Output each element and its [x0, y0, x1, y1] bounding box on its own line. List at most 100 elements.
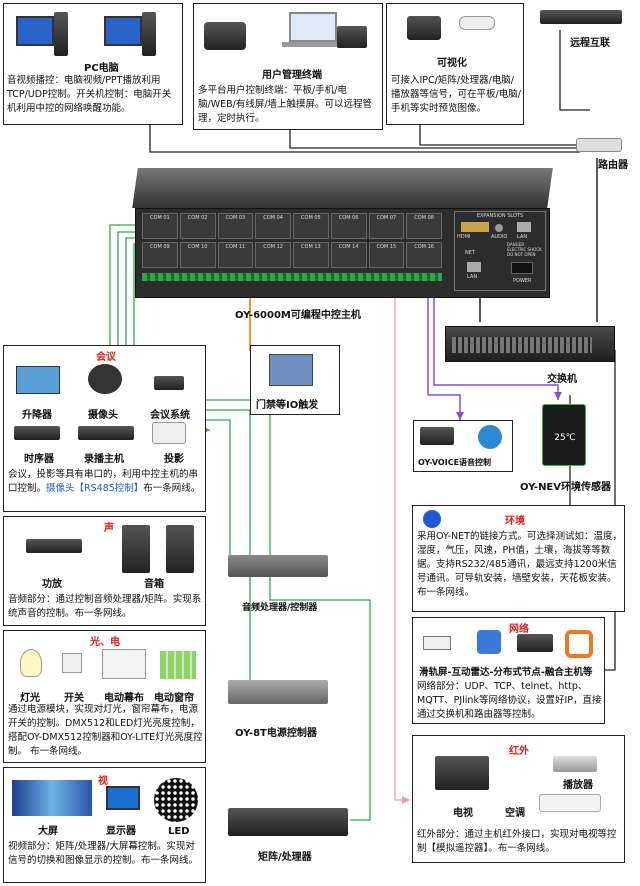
- pc-monitor-icon: [16, 16, 54, 46]
- matrix-icon: [228, 808, 348, 836]
- camera-icon: [459, 16, 495, 30]
- meeting-item: 会议系统: [150, 410, 190, 421]
- remote-title: 远程互联: [570, 38, 610, 49]
- host-front: COM 01 COM 02 COM 03 COM 04 COM 05 COM 0…: [135, 208, 550, 298]
- light-item: 灯光: [20, 693, 40, 704]
- com-port[interactable]: COM 08: [406, 213, 442, 239]
- meeting-item: 时序器: [24, 454, 54, 465]
- line-voice: [427, 275, 461, 420]
- speaker-icon: [122, 525, 150, 573]
- tv-icon: [435, 756, 489, 790]
- meeting-panel: 会议 升降器 摄像头 会议系统 时序器 录播主机 投影 会议，投影等具有串口的，…: [3, 345, 206, 512]
- com-port[interactable]: COM 07: [368, 213, 405, 239]
- router-icon: [576, 138, 622, 152]
- network-desc: 网络部分：UDP、TCP、telnet、http、MQTT、PJlink等网络协…: [417, 681, 602, 720]
- com-port[interactable]: COM 13: [293, 242, 329, 268]
- tablet-icon: [204, 22, 246, 50]
- ir-item: 播放器: [563, 780, 593, 791]
- big-screen-icon: [12, 780, 92, 816]
- speaker-icon: [166, 525, 194, 573]
- projector-icon: [152, 422, 186, 444]
- visual-desc: 可接入IPC/矩阵/处理器/电脑/播放器等信号，可在平板/电脑/手机等实时预览图…: [391, 75, 521, 114]
- com-port[interactable]: COM 02: [179, 213, 216, 239]
- led-icon: [154, 778, 198, 822]
- nev-sensor: 25℃: [542, 404, 586, 466]
- ir-desc: 红外部分：通过主机红外接口，实现对电视等控制【模拟遥控器】。布一条网线。: [417, 829, 617, 854]
- light-panel: 光、电 灯光 开关 电动幕布 电动窗帘 通过电源模块，实现对灯光，窗帘幕布，电源…: [3, 630, 206, 763]
- com-port[interactable]: COM 04: [255, 213, 291, 239]
- com-port[interactable]: COM 03: [217, 213, 254, 239]
- switch-ports: [452, 337, 592, 353]
- com-port[interactable]: COM 14: [330, 242, 367, 268]
- matrix-title: 矩阵/处理器: [258, 852, 312, 863]
- video-item: 大屏: [38, 826, 58, 837]
- lifter-icon: [16, 366, 60, 394]
- user-title: 用户管理终端: [262, 70, 322, 81]
- host-title: OY-6000M可编程中控主机: [235, 310, 361, 321]
- nev-title: OY-NEV环境传感器: [520, 482, 612, 493]
- env-desc: 采用OY-NET的链接方式。可选择测试如：温度，湿度，气压，风速，PH值，土壤，…: [417, 531, 622, 598]
- router-title: 路由器: [598, 160, 628, 171]
- hdmi-port[interactable]: [461, 222, 489, 232]
- line-ir: [394, 290, 410, 801]
- com-port[interactable]: COM 10: [179, 242, 216, 268]
- light-item: 电动幕布: [104, 693, 144, 704]
- lan-port[interactable]: [517, 222, 531, 232]
- line-remote-router: [559, 30, 590, 111]
- meeting-item: 升降器: [22, 410, 52, 421]
- audio-label: AUDIO: [491, 234, 508, 240]
- power-socket[interactable]: [511, 262, 533, 274]
- light-item: 电动窗帘: [154, 693, 194, 704]
- com-port[interactable]: COM 15: [368, 242, 405, 268]
- audio-processor-icon: [228, 555, 328, 577]
- sound-tag: 声: [104, 523, 114, 534]
- video-item: LED: [168, 826, 190, 837]
- line-user-router: [289, 130, 580, 149]
- sound-desc: 音频部分：通过控制音频处理器/矩阵。实现系统声音的控制。布一条网线。: [8, 594, 202, 619]
- switch-device: [445, 326, 615, 362]
- lan-port-2[interactable]: [467, 262, 481, 272]
- bulb-icon: [20, 649, 42, 677]
- com-port-grid: COM 01 COM 02 COM 03 COM 04 COM 05 COM 0…: [142, 213, 442, 269]
- node-device-icon: [517, 634, 553, 652]
- network-headline: 滑轨屏-互动雷达-分布式节点-融合主机等: [419, 667, 593, 678]
- com-port[interactable]: COM 16: [406, 242, 442, 268]
- light-desc: 通过电源模块，实现对灯光，窗帘幕布，电源开关的控制。DMX512和LED灯光亮度…: [8, 704, 203, 757]
- com-port[interactable]: COM 12: [255, 242, 291, 268]
- video-panel: 视 大屏 显示器 LED 视频部分：矩阵/处理器/大屏幕控制。实现对信号的切换和…: [3, 767, 206, 883]
- tablet-icon: [407, 16, 441, 40]
- pc-title: PC电脑: [84, 63, 119, 74]
- monitor-icon: [106, 786, 140, 810]
- com-port[interactable]: COM 01: [142, 213, 178, 239]
- power-controller-title: OY-8T电源控制器: [235, 728, 317, 739]
- recorder-icon: [78, 426, 134, 440]
- nev-temp: 25℃: [554, 433, 576, 443]
- user-panel: 用户管理终端 多平台用户控制终端：平板/手机/电脑/WEB/有线屏/墙上触摸屏。…: [193, 3, 383, 130]
- line-video: [133, 243, 371, 821]
- expansion-label: EXPANSION SLOTS: [476, 213, 524, 219]
- line-switch-network: [605, 350, 616, 671]
- video-item: 显示器: [106, 826, 136, 837]
- meeting-item: 投影: [164, 454, 184, 465]
- voice-head-icon: [478, 425, 502, 449]
- pc-tower-icon: [142, 12, 156, 56]
- com-port[interactable]: COM 11: [217, 242, 254, 268]
- com-port[interactable]: COM 09: [142, 242, 178, 268]
- user-desc: 多平台用户控制终端：平板/手机/电脑/WEB/有线屏/墙上触摸屏。可以远程管理，…: [198, 85, 373, 124]
- com-port[interactable]: COM 05: [293, 213, 329, 239]
- curtain-icon: [160, 651, 196, 679]
- ac-icon: [539, 794, 601, 812]
- env-panel: 环境 采用OY-NET的链接方式。可选择测试如：温度，湿度，气压，风速，PH值，…: [412, 505, 625, 612]
- ir-tag: 红外: [509, 746, 529, 757]
- fusion-host-icon: [565, 630, 593, 658]
- radar-icon: [477, 630, 501, 654]
- audio-port[interactable]: [495, 224, 503, 232]
- expansion-panel: EXPANSION SLOTS HDMI AUDIO LAN DANGER EL…: [454, 211, 546, 291]
- line-pc-router: [149, 125, 580, 153]
- switch-title: 交换机: [547, 374, 577, 385]
- com-port[interactable]: COM 06: [330, 213, 367, 239]
- ir-item: 空调: [505, 808, 525, 819]
- sequencer-icon: [14, 426, 60, 440]
- power-label: POWER: [513, 278, 532, 284]
